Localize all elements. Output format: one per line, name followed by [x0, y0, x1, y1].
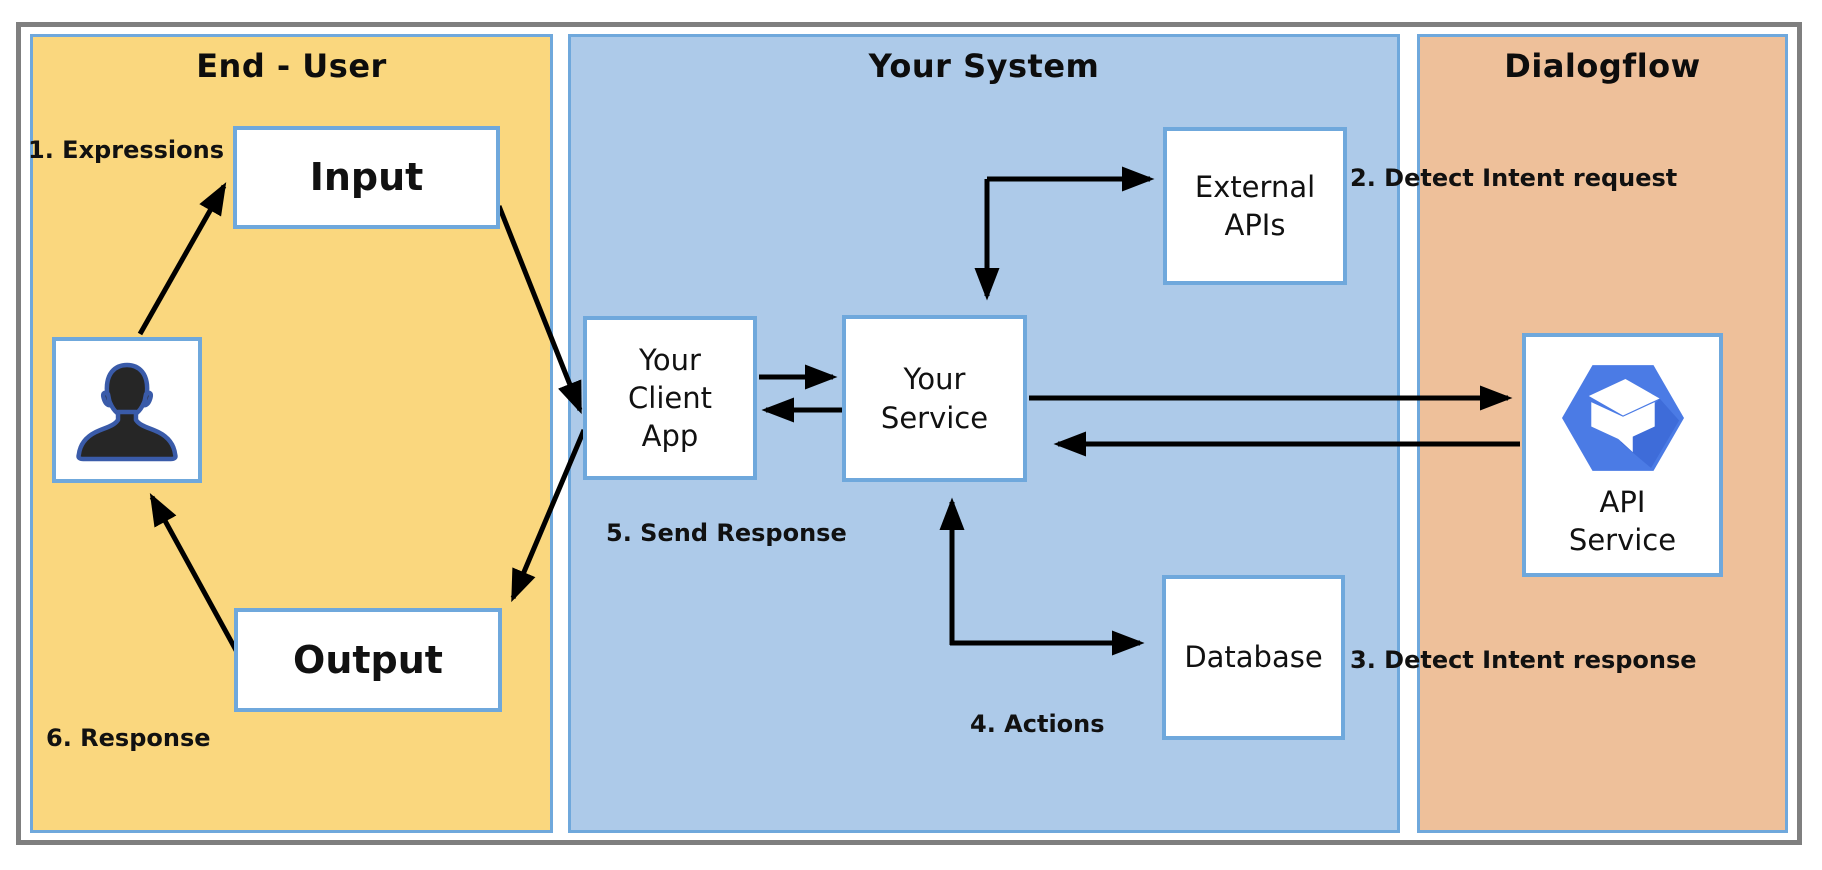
node-api-service-label: API Service [1568, 484, 1677, 557]
node-database-label: Database [1184, 640, 1323, 675]
panel-dialogflow-title: Dialogflow [1504, 47, 1701, 85]
node-input-label: Input [309, 155, 424, 200]
node-your-service: Your Service [842, 315, 1027, 482]
node-input: Input [233, 126, 500, 229]
flow-label-step3: 3. Detect Intent response [1350, 646, 1697, 674]
person-icon [76, 362, 178, 462]
flow-label-step4: 4. Actions [970, 710, 1105, 738]
node-your-service-label: Your Service [880, 362, 989, 435]
flow-label-step5: 5. Send Response [606, 519, 847, 547]
node-external-apis: External APIs [1163, 127, 1347, 285]
flow-label-step1: 1. Expressions [28, 136, 224, 164]
flow-label-step2: 2. Detect Intent request [1350, 164, 1678, 192]
node-end-user-avatar [52, 337, 202, 483]
node-output-label: Output [293, 637, 443, 682]
panel-your-system-title: Your System [868, 47, 1100, 85]
node-database: Database [1162, 575, 1345, 740]
panel-end-user-title: End - User [196, 47, 387, 85]
dialogflow-icon [1561, 364, 1684, 471]
flow-label-step6: 6. Response [46, 724, 211, 752]
node-your-client-app: Your Client App [583, 316, 757, 480]
node-output: Output [234, 608, 502, 712]
node-your-client-app-label: Your Client App [628, 342, 712, 454]
node-external-apis-label: External APIs [1194, 169, 1316, 242]
node-api-service: API Service [1522, 333, 1723, 577]
